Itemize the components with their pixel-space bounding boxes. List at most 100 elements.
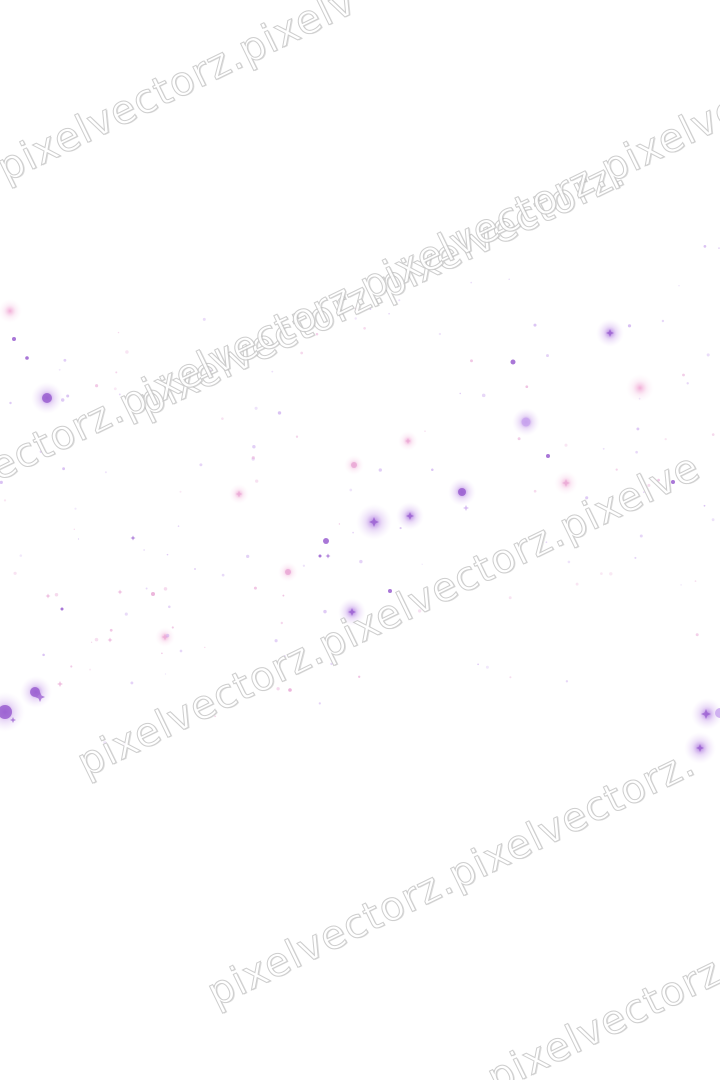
sparkle-dot bbox=[0, 705, 12, 719]
sparkle-dot bbox=[143, 549, 145, 551]
sparkle-dot bbox=[9, 401, 12, 405]
sparkle-dot bbox=[221, 573, 225, 577]
sparkle-dot bbox=[318, 702, 321, 705]
sparkle-dot bbox=[202, 317, 206, 321]
sparkle-dot bbox=[54, 593, 59, 597]
sparkle-dot bbox=[695, 633, 699, 637]
sparkle-dot bbox=[282, 594, 285, 597]
sparkle-dot bbox=[703, 504, 706, 507]
sparkle-dot bbox=[525, 385, 529, 389]
sparkle-dot bbox=[711, 433, 715, 436]
sparkle-dot bbox=[272, 346, 275, 348]
sparkle-dot bbox=[636, 427, 640, 431]
sparkle-dot bbox=[254, 406, 258, 410]
sparkle-dot bbox=[330, 662, 333, 666]
sparkle-dot bbox=[323, 609, 327, 614]
sparkle-dot bbox=[399, 527, 402, 530]
sparkle-dot bbox=[485, 665, 489, 669]
sparkle-dot bbox=[585, 496, 589, 500]
sparkle-dot bbox=[42, 393, 52, 403]
sparkle-dot bbox=[661, 319, 665, 323]
sparkle-dot bbox=[510, 359, 516, 365]
sparkle-dot bbox=[199, 463, 203, 467]
sparkle-dot bbox=[77, 538, 80, 540]
sparkle-dot bbox=[349, 488, 353, 492]
sparkle-dot bbox=[431, 468, 434, 472]
sparkle-star bbox=[369, 517, 379, 527]
sparkle-dot bbox=[42, 653, 45, 657]
sparkle-star bbox=[35, 692, 45, 702]
sparkle-dot bbox=[358, 675, 361, 678]
sparkle-dot bbox=[246, 554, 250, 559]
sparkle-dot bbox=[66, 394, 70, 398]
sparkle-dot bbox=[546, 454, 550, 458]
sparkle-dot bbox=[89, 668, 92, 671]
sparkle-dot bbox=[60, 607, 64, 611]
sparkle-star bbox=[45, 593, 51, 599]
sparkle-dot bbox=[130, 681, 134, 685]
sparkle-dot bbox=[686, 382, 689, 385]
sparkle-dot bbox=[177, 525, 180, 527]
sparkle-dot bbox=[338, 523, 341, 525]
sparkle-dot bbox=[315, 332, 319, 336]
sparkle-dot bbox=[615, 468, 618, 471]
sparkle-dot bbox=[252, 445, 256, 449]
sparkle-dot bbox=[253, 586, 257, 590]
sparkle-star bbox=[701, 709, 711, 719]
sparkle-dot bbox=[74, 507, 77, 510]
sparkle-glow bbox=[0, 692, 25, 732]
sparkle-dot bbox=[94, 637, 99, 642]
sparkle-dot bbox=[359, 559, 363, 564]
sparkle-dot bbox=[508, 278, 510, 281]
sparkle-dot bbox=[369, 308, 372, 311]
sparkle-dot bbox=[90, 641, 93, 643]
sparkle-dot bbox=[635, 450, 638, 454]
sparkle-dot bbox=[166, 553, 169, 556]
sparkle-star bbox=[161, 633, 169, 641]
sparkle-dot bbox=[271, 370, 274, 373]
sparkle-dot bbox=[657, 478, 660, 482]
sparkle-dot bbox=[251, 456, 255, 460]
sparkle-dot bbox=[318, 554, 322, 558]
sparkle-dot bbox=[545, 541, 548, 544]
sparkle-dot bbox=[104, 471, 107, 474]
sparkle-dot bbox=[609, 572, 613, 576]
sparkle-star bbox=[117, 589, 123, 595]
sparkle-dot bbox=[210, 369, 212, 372]
sparkle-dot bbox=[109, 628, 113, 632]
sparkle-star bbox=[696, 744, 704, 752]
sparkle-star bbox=[405, 438, 411, 444]
sparkle-dot bbox=[458, 488, 466, 496]
sparkle-dot bbox=[459, 392, 461, 395]
sparkle-dot bbox=[508, 596, 512, 600]
sparkle-dot bbox=[600, 572, 603, 575]
sparkle-dot bbox=[718, 247, 720, 249]
sparkle-dot bbox=[363, 326, 366, 330]
sparkle-star bbox=[325, 553, 331, 559]
sparkle-dot bbox=[125, 350, 129, 354]
sparkle-dot bbox=[352, 531, 354, 534]
sparkle-star bbox=[107, 637, 113, 643]
sparkle-dot bbox=[277, 411, 282, 415]
sparkle-dot bbox=[113, 387, 117, 391]
sparkle-dot bbox=[678, 285, 680, 287]
sparkle-dot bbox=[567, 560, 571, 564]
sparkle-dot bbox=[194, 568, 196, 570]
sparkle-dot bbox=[546, 354, 549, 358]
sparkle-star bbox=[121, 741, 127, 747]
sparkle-group bbox=[0, 245, 720, 764]
sparkle-dot bbox=[509, 676, 512, 679]
sparkle-star bbox=[606, 329, 614, 337]
sparkle-dot bbox=[63, 358, 67, 362]
sparkle-dot bbox=[378, 468, 382, 472]
sparkle-dot bbox=[151, 592, 155, 596]
sparkle-dot bbox=[243, 356, 246, 359]
sparkle-dot bbox=[564, 443, 568, 447]
sparkle-dot bbox=[161, 652, 163, 655]
sparkle-dot bbox=[575, 582, 579, 586]
sparkle-star bbox=[562, 479, 570, 487]
sparkle-dot bbox=[351, 462, 357, 468]
sparkle-dot bbox=[470, 281, 473, 284]
